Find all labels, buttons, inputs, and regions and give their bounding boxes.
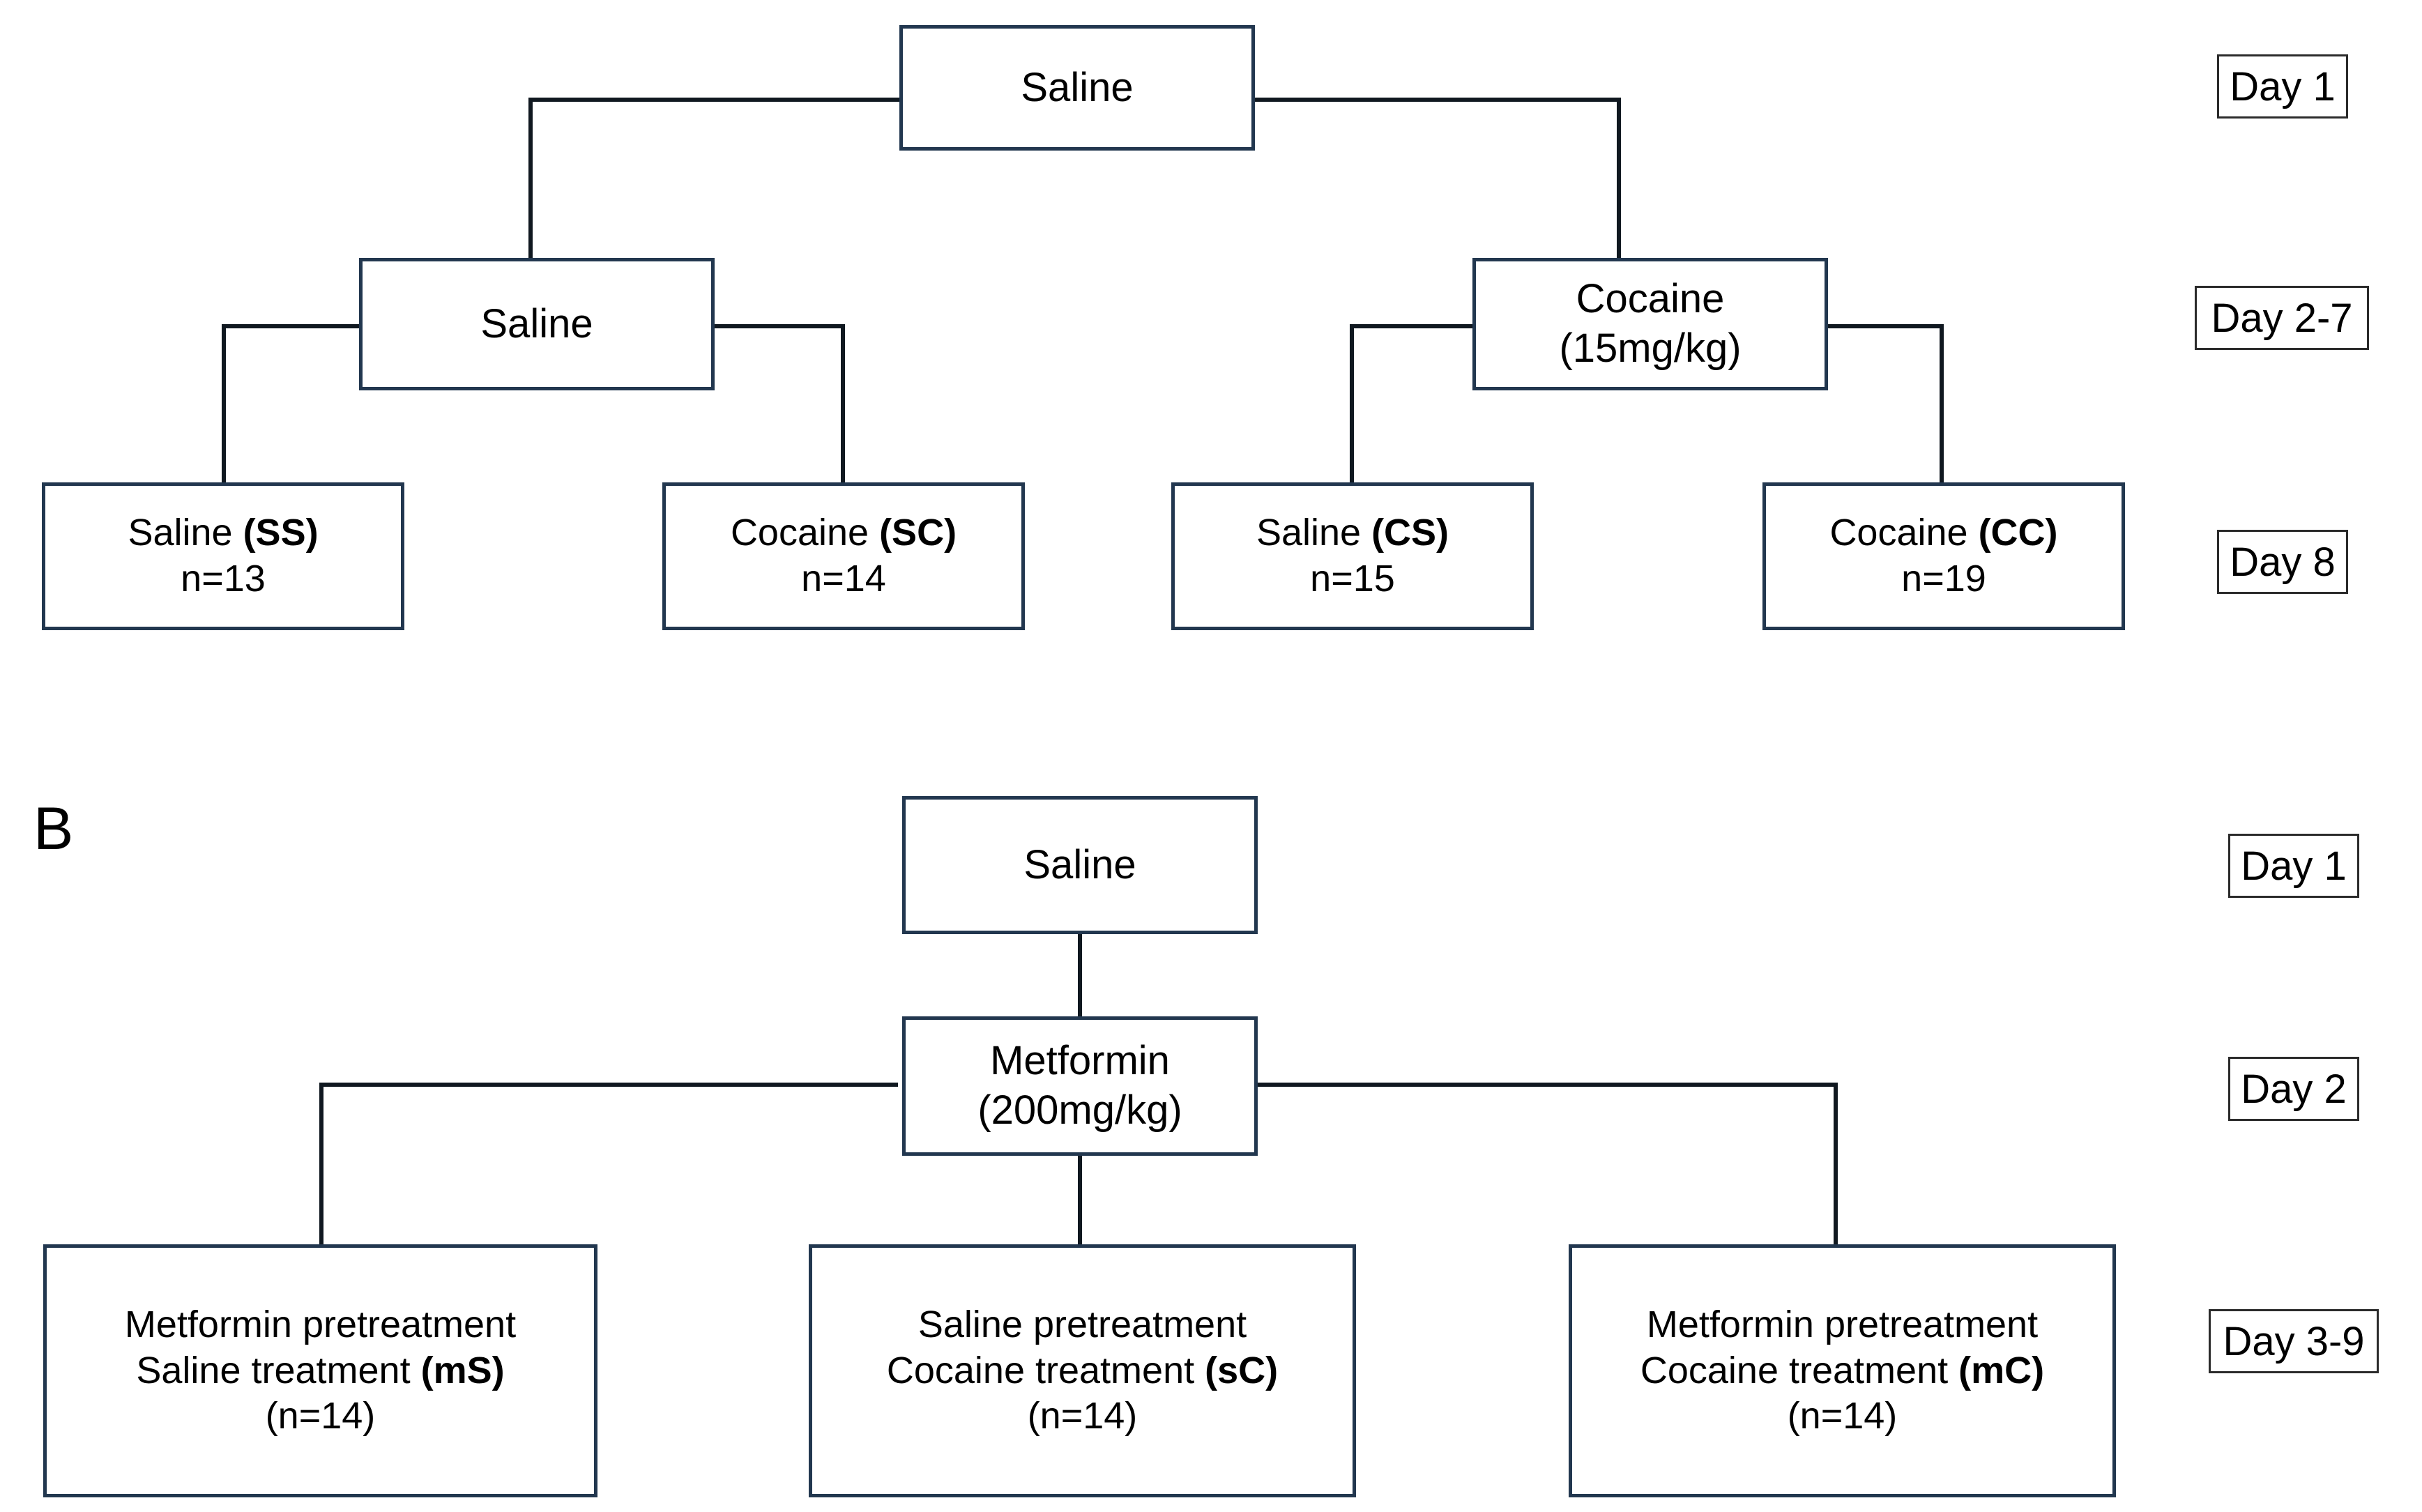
node-b-leaf-sc-code: (sC) [1205, 1349, 1279, 1391]
connector-b-mid-center-vertical [1078, 1154, 1082, 1246]
node-b-leaf-mc-n: (n=14) [1787, 1395, 1898, 1437]
day-tag-a-day8: Day 8 [2217, 530, 2348, 594]
day-tag-b-day39: Day 3-9 [2209, 1309, 2379, 1373]
node-a-root-label: Saline [1021, 64, 1134, 110]
connector-a-midleft-left-horizontal [222, 324, 361, 328]
node-a-leaf-cc-n: n=19 [1901, 558, 1986, 600]
day-tag-b-day2: Day 2 [2228, 1057, 2359, 1121]
node-a-mid-saline-label: Saline [480, 300, 593, 346]
node-a-leaf-sc[interactable]: Cocaine (SC) n=14 [662, 482, 1025, 630]
node-b-leaf-sc-line1: Saline pretreatment [917, 1303, 1247, 1345]
connector-b-mid-left-horizontal [319, 1083, 898, 1087]
node-a-leaf-cs[interactable]: Saline (CS) n=15 [1171, 482, 1534, 630]
node-a-leaf-cs-label: Saline (CS) [1256, 512, 1449, 554]
day-tag-a-day1: Day 1 [2217, 54, 2348, 119]
day-tag-b-day39-label: Day 3-9 [2223, 1318, 2365, 1364]
connector-b-mid-left-vertical [319, 1083, 323, 1246]
node-a-mid-cocaine-dose: (15mg/kg) [1559, 326, 1742, 371]
node-a-leaf-ss[interactable]: Saline (SS) n=13 [42, 482, 404, 630]
node-b-leaf-ms-code: (mS) [420, 1349, 505, 1391]
node-b-leaf-sc-line2: Cocaine treatment (sC) [886, 1349, 1279, 1391]
node-a-leaf-ss-n: n=13 [181, 558, 266, 600]
node-a-leaf-sc-label: Cocaine (SC) [730, 512, 957, 554]
day-tag-b-day1-label: Day 1 [2241, 843, 2347, 889]
node-b-leaf-mc[interactable]: Metformin pretreatment Cocaine treatment… [1569, 1244, 2116, 1497]
day-tag-b-day1: Day 1 [2228, 834, 2359, 898]
day-tag-a-day8-label: Day 8 [2230, 539, 2336, 585]
node-b-leaf-ms-line2: Saline treatment (mS) [136, 1349, 505, 1391]
node-a-leaf-cc-label: Cocaine (CC) [1829, 512, 2058, 554]
connector-b-mid-right-horizontal [1189, 1083, 1838, 1087]
node-b-leaf-mc-line2: Cocaine treatment (mC) [1640, 1349, 2045, 1391]
node-a-leaf-ss-code: (SS) [243, 512, 319, 554]
node-a-mid-cocaine[interactable]: Cocaine (15mg/kg) [1472, 258, 1828, 390]
connector-a-root-left-horizontal [528, 98, 905, 102]
connector-a-root-right-vertical [1617, 98, 1621, 258]
node-b-leaf-ms-n: (n=14) [265, 1395, 376, 1437]
node-a-leaf-cs-n: n=15 [1310, 558, 1395, 600]
node-b-metformin-label: Metformin [990, 1038, 1170, 1084]
node-b-leaf-ms[interactable]: Metformin pretreatment Saline treatment … [43, 1244, 597, 1497]
node-a-leaf-cc-code: (CC) [1978, 512, 2058, 554]
node-b-leaf-sc-n: (n=14) [1027, 1395, 1138, 1437]
node-b-leaf-mc-line1: Metformin pretreatment [1646, 1303, 2039, 1345]
day-tag-a-day27-label: Day 2-7 [2211, 295, 2353, 341]
connector-a-midright-left-vertical [1350, 324, 1354, 483]
connector-a-midleft-right-horizontal [706, 324, 845, 328]
day-tag-a-day1-label: Day 1 [2230, 63, 2336, 109]
connector-a-midright-right-horizontal [1828, 324, 1944, 328]
day-tag-a-day27: Day 2-7 [2195, 286, 2369, 350]
node-a-leaf-sc-code: (SC) [879, 512, 957, 554]
node-b-leaf-sc[interactable]: Saline pretreatment Cocaine treatment (s… [809, 1244, 1356, 1497]
connector-a-midright-right-vertical [1940, 324, 1944, 483]
node-b-metformin-dose: (200mg/kg) [977, 1087, 1182, 1133]
node-a-leaf-cc[interactable]: Cocaine (CC) n=19 [1762, 482, 2125, 630]
connector-a-midright-left-horizontal [1350, 324, 1482, 328]
day-tag-b-day2-label: Day 2 [2241, 1066, 2347, 1112]
node-a-leaf-cs-code: (CS) [1371, 512, 1449, 554]
node-a-mid-saline[interactable]: Saline [359, 258, 715, 390]
node-a-leaf-ss-label: Saline (SS) [128, 512, 319, 554]
node-b-leaf-ms-line1: Metformin pretreatment [124, 1303, 517, 1345]
connector-a-midleft-left-vertical [222, 324, 226, 483]
node-b-leaf-mc-code: (mC) [1958, 1349, 2045, 1391]
node-a-root[interactable]: Saline [899, 25, 1255, 151]
node-b-metformin[interactable]: Metformin (200mg/kg) [902, 1016, 1258, 1156]
node-a-mid-cocaine-label: Cocaine [1576, 276, 1725, 322]
connector-b-mid-right-vertical [1834, 1083, 1838, 1246]
connector-a-root-left-vertical [528, 98, 533, 258]
node-b-root-label: Saline [1023, 841, 1136, 887]
node-a-leaf-sc-n: n=14 [801, 558, 886, 600]
connector-a-midleft-right-vertical [841, 324, 845, 483]
connector-b-root-to-mid [1078, 933, 1082, 1018]
node-b-root[interactable]: Saline [902, 796, 1258, 934]
connector-a-root-right-horizontal [1251, 98, 1621, 102]
panel-b-letter: B [33, 795, 74, 862]
